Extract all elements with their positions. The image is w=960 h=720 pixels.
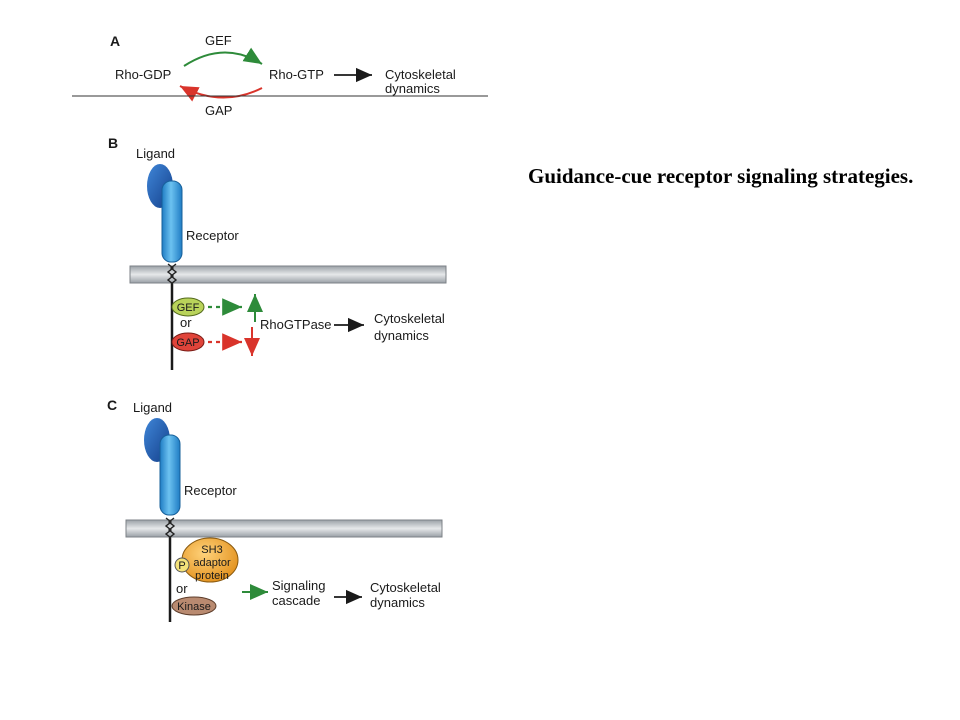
panel-a: A GEF Rho-GDP Rho-GTP Cytoskeletal dynam… bbox=[72, 33, 488, 118]
figure-panel: A GEF Rho-GDP Rho-GTP Cytoskeletal dynam… bbox=[72, 0, 512, 650]
panel-a-letter: A bbox=[110, 33, 120, 49]
panel-c-output-line2: dynamics bbox=[370, 595, 425, 610]
signaling-diagram: A GEF Rho-GDP Rho-GTP Cytoskeletal dynam… bbox=[72, 33, 488, 622]
phosphate-group bbox=[174, 557, 190, 573]
gef-domain-label: GEF bbox=[177, 302, 200, 314]
cascade-line1: Signaling bbox=[272, 578, 326, 593]
panel-b-output-line1: Cytoskeletal bbox=[374, 311, 445, 326]
panel-a-output-line2: dynamics bbox=[385, 81, 440, 96]
gap-domain-label: GAP bbox=[176, 337, 199, 349]
panel-c-receptor-shape bbox=[159, 434, 181, 516]
panel-b: B Ligand Receptor GEF or GAP RhoGTPase C… bbox=[108, 135, 447, 370]
panel-b-transmembrane-helix bbox=[166, 263, 178, 285]
panel-b-receptor-shape bbox=[161, 180, 183, 263]
slide-caption: Guidance-cue receptor signaling strategi… bbox=[528, 164, 914, 188]
gap-inactivation-arrow bbox=[179, 85, 263, 102]
panel-c-output-line1: Cytoskeletal bbox=[370, 580, 441, 595]
gef-label: GEF bbox=[205, 33, 232, 48]
adaptor-line1: SH3 bbox=[201, 544, 222, 556]
panel-c-transmembrane-helix bbox=[164, 517, 176, 539]
panel-b-receptor-label: Receptor bbox=[186, 228, 239, 243]
panel-c-membrane bbox=[125, 519, 443, 538]
panel-c-receptor-label: Receptor bbox=[184, 483, 237, 498]
panel-b-membrane bbox=[129, 265, 447, 284]
panel-a-output-line1: Cytoskeletal bbox=[385, 67, 456, 82]
panel-b-ligand-label: Ligand bbox=[136, 146, 175, 161]
panel-c: C Ligand Receptor SH3 adaptor protein P … bbox=[107, 397, 443, 622]
panel-b-output-line2: dynamics bbox=[374, 328, 429, 343]
rho-gtp-label: Rho-GTP bbox=[269, 67, 324, 82]
kinase-label: Kinase bbox=[177, 601, 211, 613]
adaptor-line2: adaptor bbox=[193, 557, 231, 569]
gap-domain bbox=[171, 332, 205, 352]
rhogtpase-label: RhoGTPase bbox=[260, 317, 332, 332]
gef-domain bbox=[171, 297, 205, 317]
panel-c-ligand-label: Ligand bbox=[133, 400, 172, 415]
panel-b-or-label: or bbox=[180, 315, 192, 330]
panel-c-or-label: or bbox=[176, 581, 188, 596]
adaptor-line3: protein bbox=[195, 570, 229, 582]
gef-activation-arrow bbox=[183, 47, 263, 67]
cascade-line2: cascade bbox=[272, 593, 320, 608]
kinase-domain bbox=[171, 596, 217, 616]
phosphate-label: P bbox=[178, 560, 185, 572]
panel-b-letter: B bbox=[108, 135, 118, 151]
gap-label: GAP bbox=[205, 103, 232, 118]
rho-gdp-label: Rho-GDP bbox=[115, 67, 171, 82]
panel-c-letter: C bbox=[107, 397, 117, 413]
